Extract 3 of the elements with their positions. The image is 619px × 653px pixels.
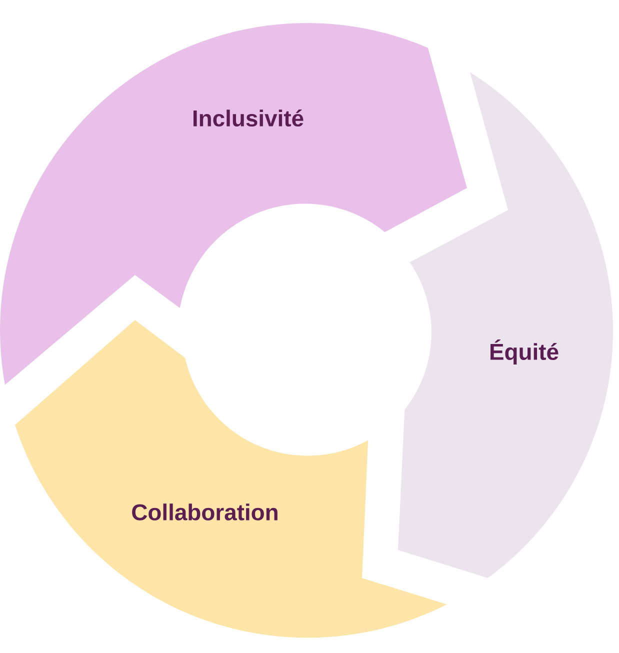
arrow-segment: Collaboration (15, 320, 447, 638)
arrow-segment: Inclusivité (0, 23, 467, 385)
arrow-segment: Équité (398, 72, 614, 578)
